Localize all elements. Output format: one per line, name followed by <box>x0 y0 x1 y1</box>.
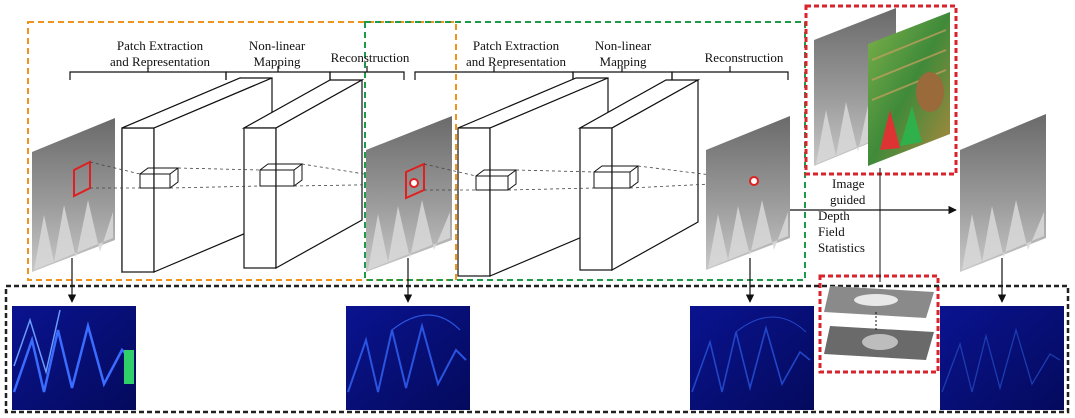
error-map-3 <box>690 306 814 410</box>
error-map-4 <box>940 306 1064 410</box>
stage2-conv-block-1 <box>457 77 609 277</box>
stage1-nonlinear-label: Non-linear Mapping <box>236 38 318 70</box>
stage1-patch-line2: and Representation <box>110 54 210 69</box>
stage2-conv-block-2 <box>577 78 701 272</box>
guidance-line5: Statistics <box>818 240 865 255</box>
error-maps-frame <box>4 284 1070 414</box>
stage2-brackets <box>414 66 789 80</box>
guide-depth-frame <box>818 274 940 374</box>
stage1-nonlinear-line2: Mapping <box>253 54 301 69</box>
stage1-projection-lines <box>89 161 415 189</box>
guidance-label: Image guided Depth Field Statistics <box>818 176 884 256</box>
guidance-line1: Image <box>832 176 865 191</box>
guide-color-image <box>868 12 950 166</box>
stage2-patch-line2: and Representation <box>466 54 566 69</box>
stage2-output-depth-image <box>706 116 790 270</box>
stage1-conv-block-2 <box>241 78 365 270</box>
stage2-recon-label: Reconstruction <box>704 50 784 65</box>
stage2-frame <box>364 21 806 281</box>
stage2-nonlinear-line1: Non-linear <box>594 38 652 53</box>
stage1-recon-label: Reconstruction <box>330 50 410 65</box>
stage1-patch-label: Patch Extraction and Representation <box>96 38 224 70</box>
error-map-2 <box>346 306 470 410</box>
stage2-kernel-cubes <box>475 165 640 191</box>
stage1-nonlinear-line1: Non-linear <box>248 38 306 53</box>
guide-image-frame <box>804 4 958 176</box>
stage1-kernel-cubes <box>139 163 304 189</box>
guidance-line4: Field <box>818 224 845 239</box>
stage2-projection-lines <box>423 163 753 191</box>
stage1-frame <box>27 21 457 281</box>
output-pixel-marker-1 <box>409 178 419 188</box>
stage2-patch-line1: Patch Extraction <box>472 38 560 53</box>
stage1-conv-block-1 <box>121 77 273 273</box>
guide-statistics-planes <box>824 286 934 360</box>
final-depth-image <box>960 114 1046 272</box>
down-arrows <box>67 258 1007 303</box>
stage2-nonlinear-line2: Mapping <box>599 54 647 69</box>
guidance-line2: guided <box>830 192 866 207</box>
output-pixel-marker-2 <box>749 176 759 186</box>
guidance-line3: Depth <box>818 208 850 223</box>
stage1-brackets <box>69 66 405 80</box>
input-depth-image <box>32 118 115 272</box>
stage2-nonlinear-label: Non-linear Mapping <box>582 38 664 70</box>
intermediate-depth-image <box>366 116 452 272</box>
stage1-patch-line1: Patch Extraction <box>116 38 204 53</box>
error-map-1 <box>12 306 136 410</box>
stage2-patch-label: Patch Extraction and Representation <box>452 38 580 70</box>
